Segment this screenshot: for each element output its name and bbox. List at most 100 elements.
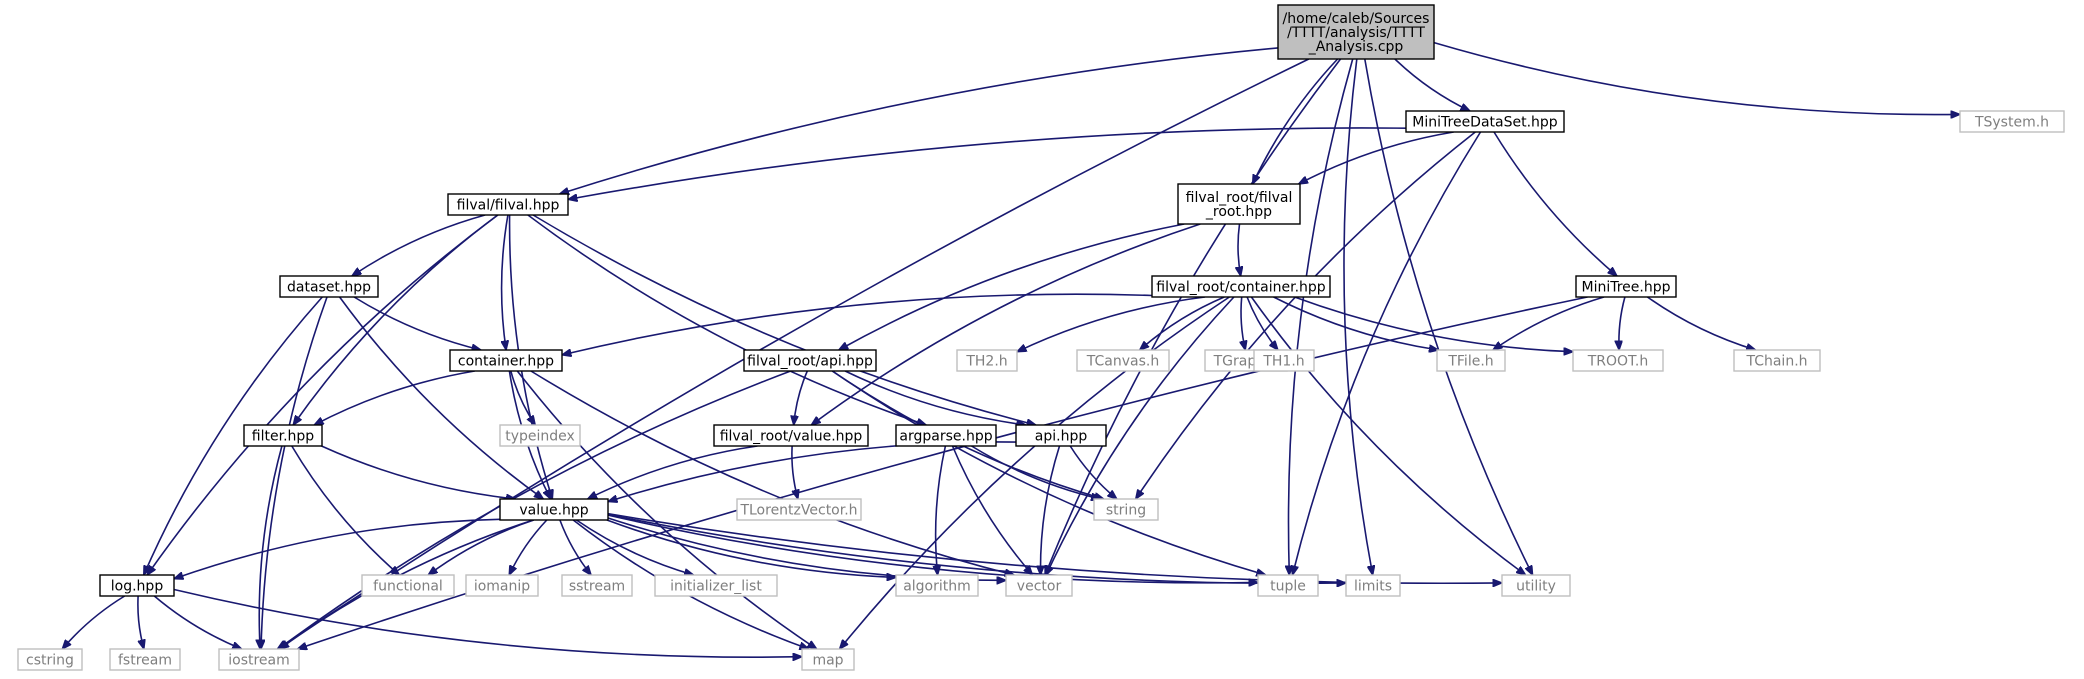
node-iomanip: iomanip [465,574,539,597]
node-label-container: container.hpp [458,354,554,370]
node-box-container[interactable] [449,349,563,372]
node-label-root: /TTTT/analysis/TTTT [1287,25,1425,41]
node-label-filval_root_filval: _root.hpp [1205,204,1272,220]
node-label-troot: TROOT.h [1587,354,1649,370]
node-container[interactable]: container.hpp [449,349,563,372]
edge-value-to-tuple [607,514,1258,583]
node-sstream: sstream [561,574,633,597]
node-filval_root_value[interactable]: filval_root/value.hpp [713,424,869,447]
node-tcanvas: TCanvas.h [1076,349,1170,372]
node-box-tsystem [1959,110,2065,133]
edge-filval_root_filval-to-filval_root_api [839,223,1185,350]
node-box-filval_filval[interactable] [447,193,569,216]
node-box-log[interactable] [99,574,175,597]
edge-filter-to-value [321,445,516,499]
edge-minitreedataset-to-minitree [1493,131,1617,276]
edge-container-to-filter [314,370,475,425]
node-api[interactable]: api.hpp [1015,424,1107,447]
node-box-filval_root_filval[interactable] [1177,183,1301,225]
node-tsystem: TSystem.h [1959,110,2065,133]
node-box-tuple [1257,574,1319,597]
edge-filval_root_api-to-tuple [831,370,1265,575]
node-value[interactable]: value.hpp [499,498,609,521]
node-troot: TROOT.h [1572,349,1664,372]
node-filval_filval[interactable]: filval/filval.hpp [447,193,569,216]
edge-minitreedataset-to-filval_filval [568,127,1407,199]
node-box-root[interactable] [1277,4,1435,60]
node-box-minitreedataset[interactable] [1405,110,1565,133]
edge-root-to-tuple [1288,58,1354,575]
edge-argparse-to-string [971,445,1101,499]
node-argparse[interactable]: argparse.hpp [895,424,997,447]
node-box-dataset[interactable] [279,275,379,298]
node-label-filval_root_api: filval_root/api.hpp [747,354,873,370]
node-box-filval_root_api[interactable] [743,349,877,372]
node-typeindex: typeindex [499,424,581,447]
edge-minitree-to-tfile [1493,296,1605,350]
edge-root-to-tsystem [1433,41,1960,115]
node-dataset[interactable]: dataset.hpp [279,275,379,298]
edge-filval_root_api-to-filval_root_value [794,370,809,425]
edge-dataset-to-container [353,296,481,350]
edge-dataset-to-value [338,296,544,499]
node-label-fstream: fstream [118,653,172,669]
node-box-functional [361,574,455,597]
node-label-value: value.hpp [519,503,588,519]
node-box-api[interactable] [1015,424,1107,447]
edge-filval_filval-to-container [502,214,508,350]
node-root[interactable]: /home/caleb/Sources/TTTT/analysis/TTTT_A… [1277,4,1435,60]
edge-filval_root_container-to-vector [1046,296,1235,575]
node-filval_root_api[interactable]: filval_root/api.hpp [743,349,877,372]
node-minitree[interactable]: MiniTree.hpp [1575,275,1677,298]
node-box-filval_root_value[interactable] [713,424,869,447]
edge-value-to-functional [428,519,535,575]
edge-filval_root_container-to-tfile [1273,296,1439,350]
node-filter[interactable]: filter.hpp [243,424,323,447]
node-label-string: string [1106,503,1146,519]
node-label-minitreedataset: MiniTreeDataSet.hpp [1412,115,1558,131]
node-box-algorithm [895,574,979,597]
edge-log-to-map [173,588,802,658]
edge-root-to-filval_root_filval [1253,58,1339,184]
node-box-minitree[interactable] [1575,275,1677,298]
node-box-filval_root_container[interactable] [1151,275,1331,298]
node-filval_root_container[interactable]: filval_root/container.hpp [1151,275,1331,298]
edge-filval_root_container-to-tgraph [1241,296,1245,350]
node-label-initializer_list: initializer_list [670,579,762,595]
node-label-map: map [812,653,843,669]
node-box-tfile [1436,349,1506,372]
node-filval_root_filval[interactable]: filval_root/filval_root.hpp [1177,183,1301,225]
node-label-functional: functional [373,579,443,595]
node-box-filter[interactable] [243,424,323,447]
node-th2: TH2.h [956,349,1018,372]
edge-dataset-to-iostream [261,296,328,649]
edge-filval_root_value-to-tlorentzvector [791,445,798,499]
edge-argparse-to-algorithm [936,445,947,575]
node-label-sstream: sstream [569,579,625,595]
edge-dataset-to-log [144,296,323,575]
node-tchain: TChain.h [1733,349,1821,372]
edge-minitree-to-tchain [1646,296,1755,350]
node-minitreedataset[interactable]: MiniTreeDataSet.hpp [1405,110,1565,133]
node-label-tcanvas: TCanvas.h [1086,354,1159,370]
edge-filval_root_container-to-map [840,296,1230,649]
edge-container-to-typeindex [510,370,535,425]
edge-filval_root_filval-to-filval_root_container [1238,223,1241,276]
edge-filval_filval-to-argparse [527,214,926,425]
edge-log-to-fstream [137,595,144,649]
node-box-string [1093,498,1159,521]
node-box-value[interactable] [499,498,609,521]
edge-minitreedataset-to-tuple [1293,131,1482,575]
edge-filval_root_api-to-api [844,370,1026,425]
node-log[interactable]: log.hpp [99,574,175,597]
node-box-iostream [218,648,300,671]
node-box-argparse[interactable] [895,424,997,447]
node-label-utility: utility [1516,579,1556,595]
edge-filval_root_value-to-value [588,445,758,499]
edge-filval_root_container-to-utility [1250,296,1525,575]
node-label-iomanip: iomanip [474,579,530,595]
node-th1: TH1.h [1253,349,1315,372]
node-label-filval_root_value: filval_root/value.hpp [720,429,863,445]
edge-value-to-algorithm [606,519,896,577]
